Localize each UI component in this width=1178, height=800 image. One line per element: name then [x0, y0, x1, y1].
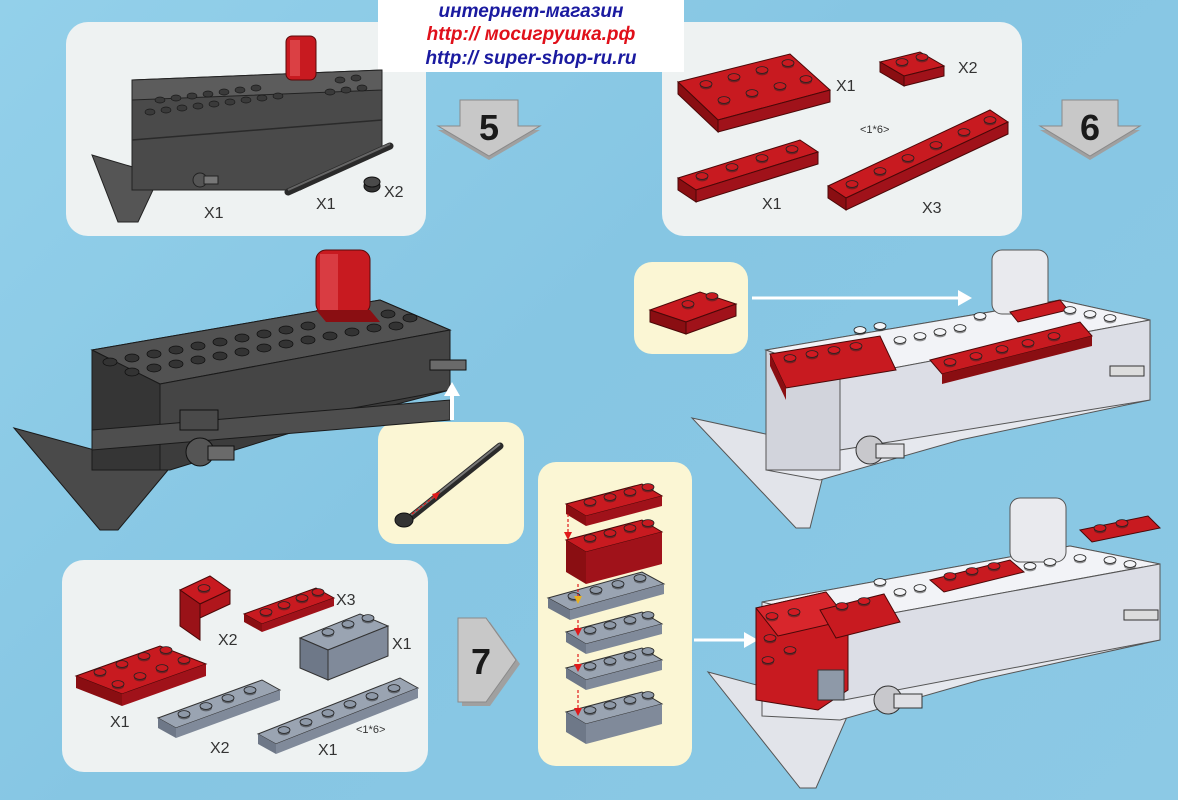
rod-callout-pointer-arrow	[444, 382, 460, 420]
step7-grey-plate-qty: X2	[210, 740, 230, 757]
step6-plate-1x2	[878, 51, 946, 87]
step5-rod-part	[284, 142, 394, 196]
step5-body-qty: X1	[204, 205, 224, 222]
step7-red-plate-1x4-qty: X3	[336, 592, 356, 609]
step7-bracket-qty: X2	[218, 632, 238, 649]
step7-grey-brick	[298, 613, 390, 681]
step5-arrow: 5	[436, 99, 542, 160]
step7-red-plate-1x4	[242, 587, 336, 632]
shop-url-ru[interactable]: http:// мосигрушка.рф	[426, 24, 636, 45]
step6-plate-1x4-qty: X1	[762, 196, 782, 213]
rod-callout-drawing	[394, 442, 504, 528]
step7-number: 7	[471, 641, 491, 682]
step5-assembled-model	[12, 249, 467, 531]
step7-grey-plate-1x6-size: <1*6>	[356, 724, 386, 736]
step7-grey-plate	[156, 679, 282, 738]
step7-grey-plate-1x6-qty: X1	[318, 742, 338, 759]
shop-name: интернет-магазин	[438, 1, 624, 22]
step7-bracket	[179, 575, 231, 641]
step7-arrow: 7	[457, 617, 520, 706]
step6-plate-1x2-qty: X2	[958, 60, 978, 77]
step6-plate-2x4-qty: X1	[836, 78, 856, 95]
step6-plate-1x6	[826, 109, 1010, 211]
step6-plate-2x4	[676, 53, 832, 134]
step7-grey-plate-1x6	[256, 677, 420, 754]
red-tile-pointer-arrow	[752, 290, 972, 306]
shop-header: интернет-магазин http:// мосигрушка.рф h…	[378, 0, 684, 72]
stack-callout-drawing	[546, 483, 666, 744]
step5-bushing-qty: X2	[384, 184, 404, 201]
step6-assembled-model	[690, 249, 1151, 529]
stack-pointer-arrow	[694, 632, 758, 648]
step6-arrow: 6	[1038, 99, 1142, 160]
step6-plate-1x6-size: <1*6>	[860, 124, 890, 136]
step6-plate-1x4	[676, 139, 820, 203]
step7-assembled-model	[706, 497, 1162, 789]
shop-url-en[interactable]: http:// super-shop-ru.ru	[425, 48, 637, 69]
step7-grey-brick-qty: X1	[392, 636, 412, 653]
red-tile-callout-drawing	[648, 291, 738, 335]
step7-red-plate-2x4-qty: X1	[110, 714, 130, 731]
step5-rod-qty: X1	[316, 196, 336, 213]
step5-body-part	[91, 35, 383, 223]
step6-plate-1x6-qty: X3	[922, 200, 942, 217]
step5-number: 5	[479, 107, 499, 148]
step5-bushing-part	[363, 176, 381, 193]
step7-red-plate-2x4	[74, 645, 208, 706]
step6-number: 6	[1080, 107, 1100, 148]
